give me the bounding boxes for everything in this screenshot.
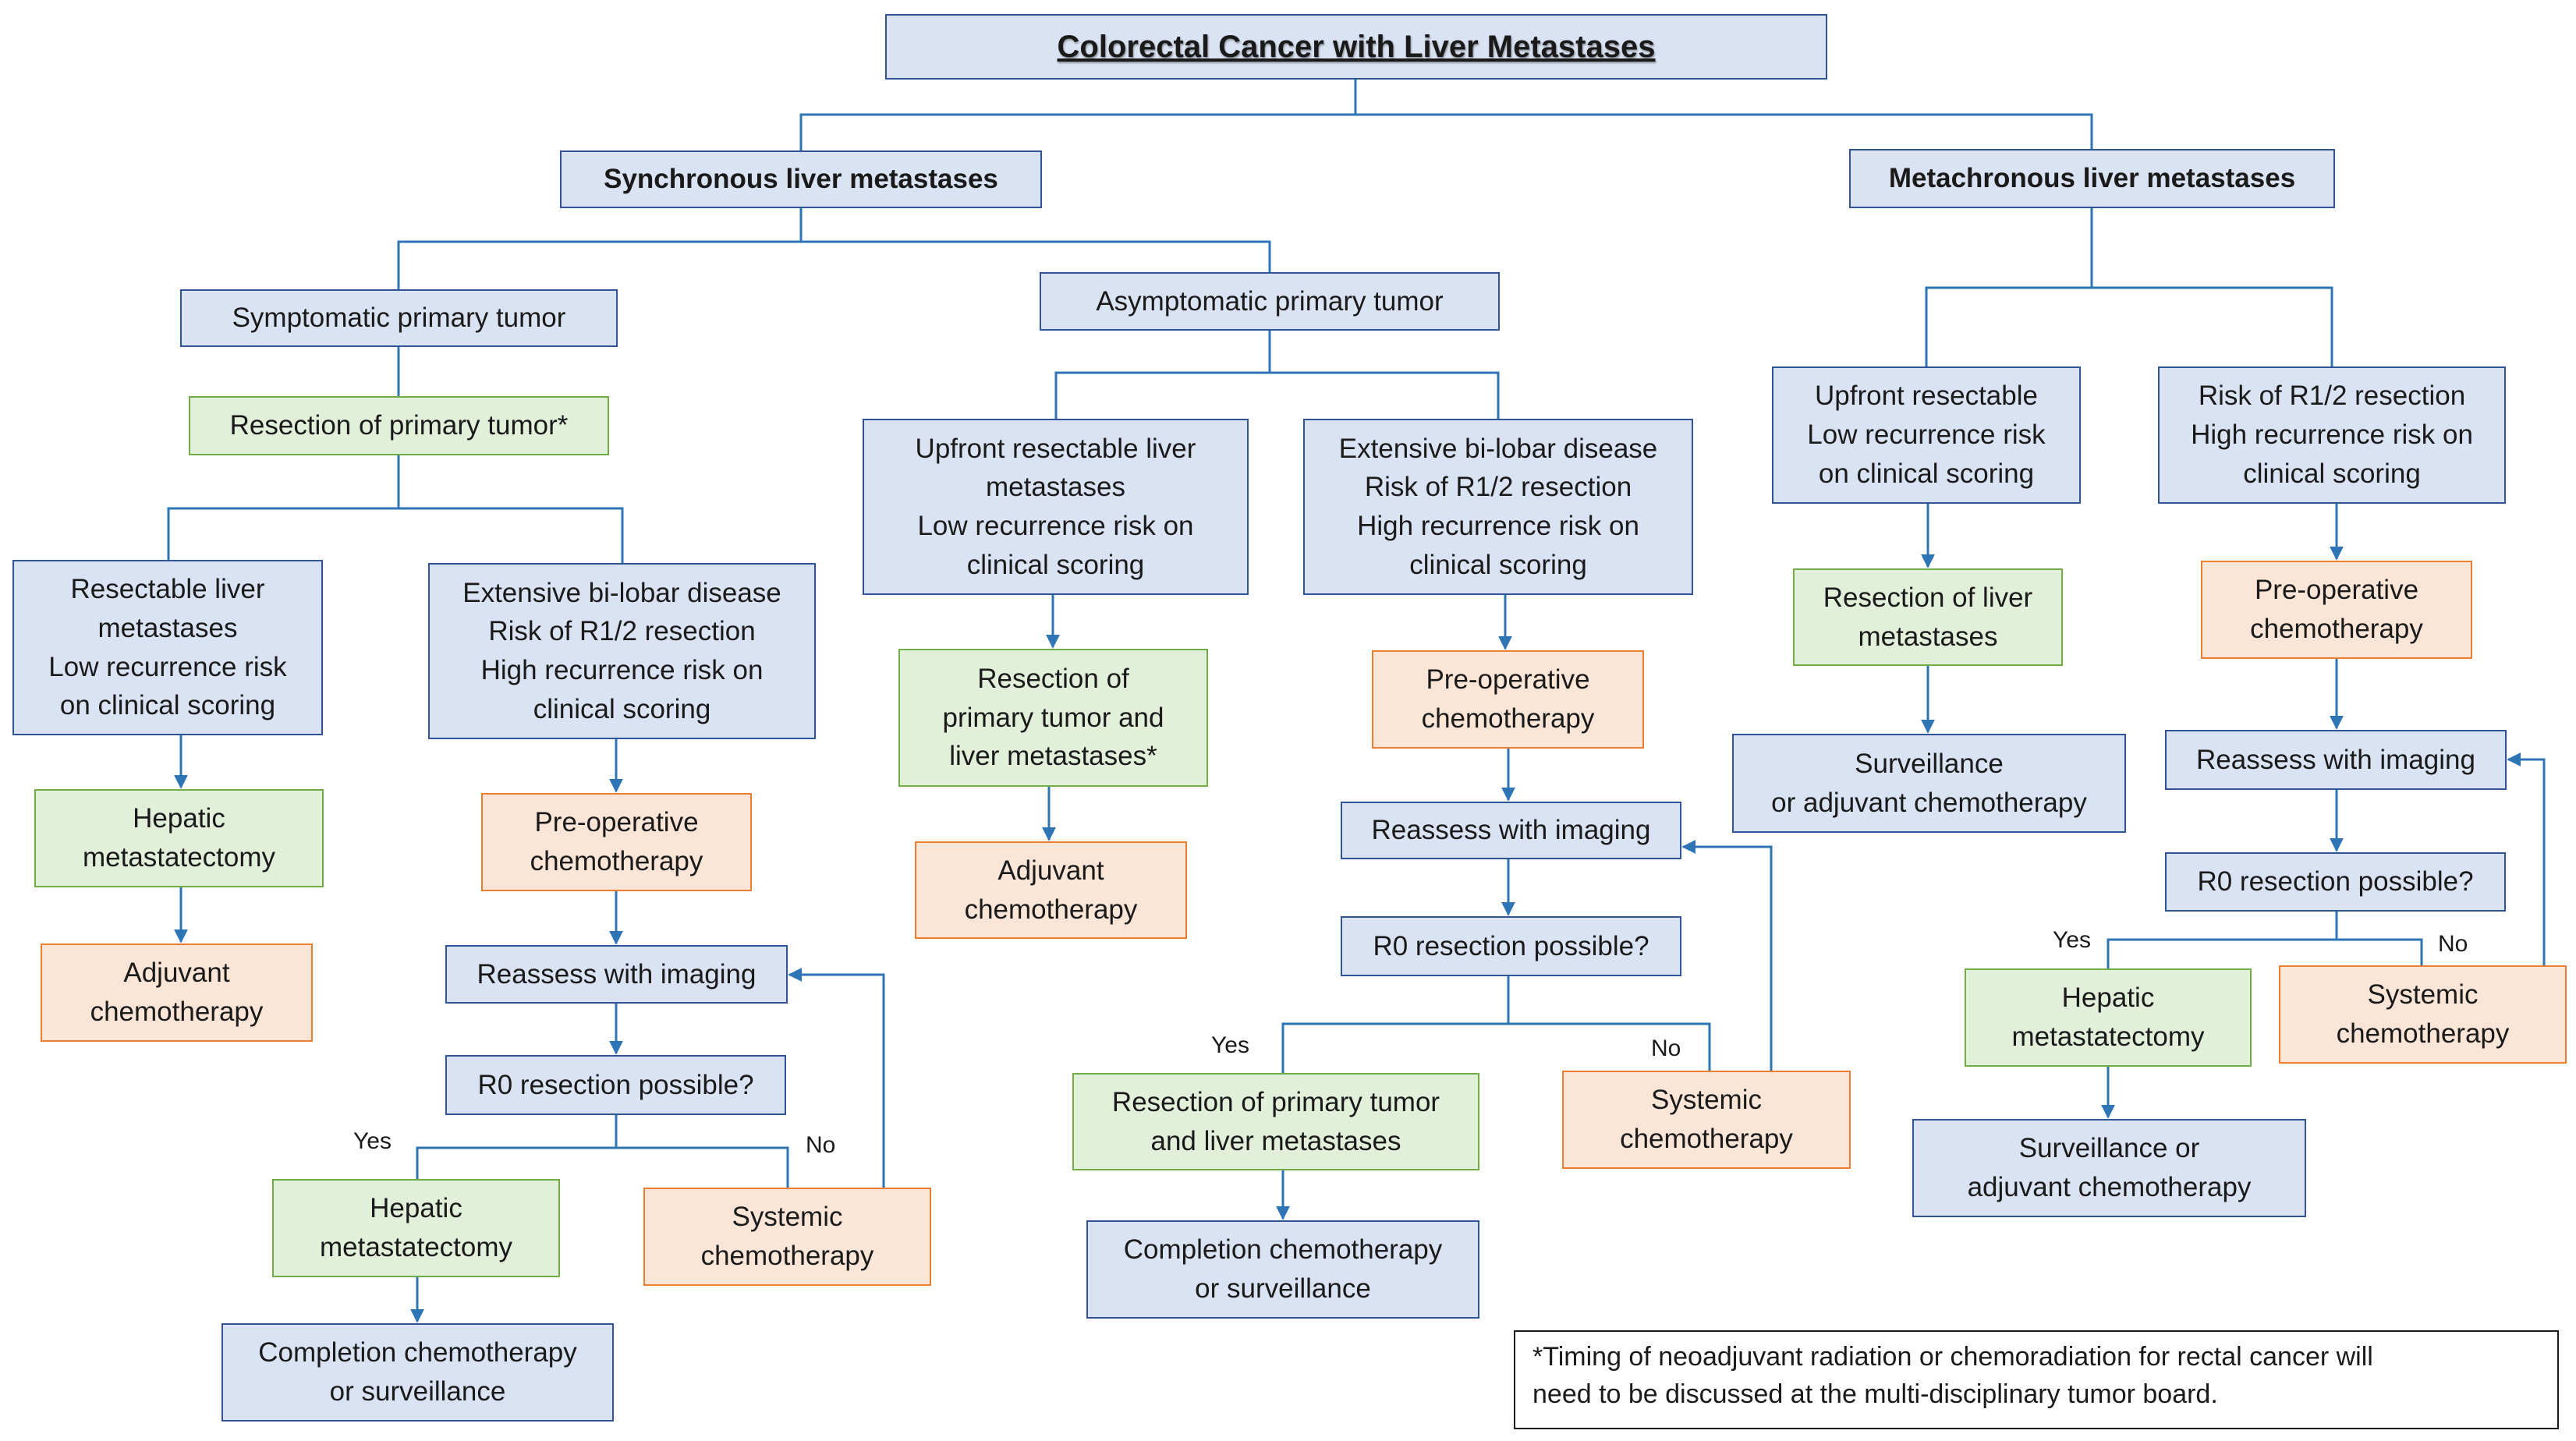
resectable-liver-box: Resectable liver metastases Low recurren… <box>12 560 323 735</box>
connector-14 <box>416 1146 789 1188</box>
yes-label-1: Yes <box>353 1128 392 1154</box>
connector-25 <box>1281 1022 1711 1073</box>
footnote-box: *Timing of neoadjuvant radiation or chem… <box>1514 1330 2559 1429</box>
connector-29 <box>1925 286 2333 366</box>
reassess-imaging-box-3: Reassess with imaging <box>2165 730 2507 790</box>
chart-title: Colorectal Cancer with Liver Metastases <box>885 14 1827 80</box>
yes-label-3: Yes <box>2053 927 2091 953</box>
resection-primary-box: Resection of primary tumor* <box>189 396 609 455</box>
hepatic-metastatectomy-box-3: Hepatic metastatectomy <box>1965 968 2252 1067</box>
resection-primary-liver-box-1: Resection of primary tumor and liver met… <box>898 649 1208 787</box>
no-label-2: No <box>1651 1036 1681 1061</box>
preop-chemo-box-1: Pre-operative chemotherapy <box>481 793 752 891</box>
surveillance-adjuvant-box-1: Surveillance or adjuvant chemotherapy <box>1732 734 2126 833</box>
connector-2 <box>799 113 2093 150</box>
risk-r12-box: Risk of R1/2 resection High recurrence r… <box>2158 366 2506 504</box>
r0-question-box-2: R0 resection possible? <box>1341 916 1681 976</box>
connector-7 <box>167 507 624 563</box>
upfront-resectable-box-1: Upfront resectable liver metastases Low … <box>863 419 1249 595</box>
systemic-chemo-box-1: Systemic chemotherapy <box>643 1188 931 1286</box>
connector-4 <box>397 240 1271 289</box>
systemic-chemo-box-2: Systemic chemotherapy <box>1562 1071 1851 1169</box>
connector-37 <box>2507 752 2546 965</box>
adjuvant-chemo-box-1: Adjuvant chemotherapy <box>41 944 313 1042</box>
no-label-1: No <box>806 1132 836 1158</box>
reassess-imaging-box-2: Reassess with imaging <box>1341 802 1681 859</box>
extensive-bilobar-box-2: Extensive bi-lobar disease Risk of R1/2 … <box>1303 419 1693 595</box>
no-label-3: No <box>2438 931 2468 957</box>
symptomatic-primary-box: Symptomatic primary tumor <box>180 289 618 347</box>
connector-36 <box>2107 938 2423 968</box>
completion-chemo-box-2: Completion chemotherapy or surveillance <box>1086 1220 1479 1319</box>
metachronous-box: Metachronous liver metastases <box>1849 149 2335 208</box>
synchronous-box: Synchronous liver metastases <box>560 150 1042 208</box>
completion-chemo-box-1: Completion chemotherapy or surveillance <box>221 1323 614 1422</box>
adjuvant-chemo-box-2: Adjuvant chemotherapy <box>915 841 1187 939</box>
connector-18 <box>1054 371 1500 419</box>
yes-label-2: Yes <box>1211 1032 1249 1058</box>
hepatic-metastatectomy-box-1: Hepatic metastatectomy <box>34 789 324 887</box>
connector-15 <box>788 968 885 1188</box>
systemic-chemo-box-3: Systemic chemotherapy <box>2279 965 2567 1064</box>
connector-26 <box>1681 840 1773 1071</box>
resection-liver-box: Resection of liver metastases <box>1793 568 2063 666</box>
extensive-bilobar-box-1: Extensive bi-lobar disease Risk of R1/2 … <box>428 563 816 739</box>
hepatic-metastatectomy-box-2: Hepatic metastatectomy <box>272 1179 560 1277</box>
resection-primary-liver-box-2: Resection of primary tumor and liver met… <box>1072 1073 1479 1170</box>
asymptomatic-primary-box: Asymptomatic primary tumor <box>1040 272 1500 331</box>
preop-chemo-box-2: Pre-operative chemotherapy <box>1372 650 1644 749</box>
r0-question-box-1: R0 resection possible? <box>445 1055 786 1115</box>
upfront-resectable-box-2: Upfront resectable Low recurrence risk o… <box>1772 366 2081 504</box>
preop-chemo-box-3: Pre-operative chemotherapy <box>2201 561 2472 659</box>
r0-question-box-3: R0 resection possible? <box>2165 852 2506 912</box>
reassess-imaging-box-1: Reassess with imaging <box>445 945 788 1004</box>
surveillance-adjuvant-box-2: Surveillance or adjuvant chemotherapy <box>1912 1119 2306 1217</box>
